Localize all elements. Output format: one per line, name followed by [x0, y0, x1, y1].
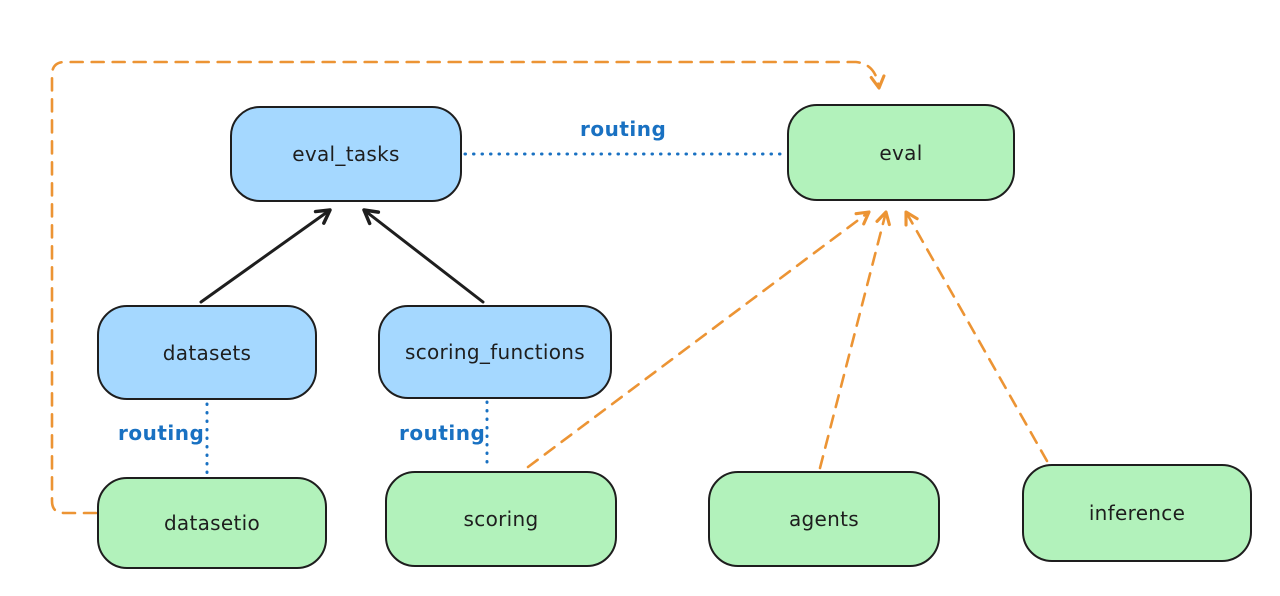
- edge-datasets-to-eval-tasks: [199, 208, 332, 304]
- node-agents-label: agents: [789, 507, 859, 531]
- node-scoring-label: scoring: [463, 507, 539, 531]
- node-datasets: datasets: [97, 305, 317, 400]
- node-eval: eval: [787, 104, 1015, 201]
- node-scoring-functions-label: scoring_functions: [404, 340, 586, 364]
- node-eval-tasks: eval_tasks: [230, 106, 462, 202]
- edge-datasetio-to-eval: [50, 60, 886, 515]
- edge-label-routing-eval-tasks-eval: routing: [580, 117, 667, 141]
- node-datasetio: datasetio: [97, 477, 327, 569]
- node-agents: agents: [708, 471, 940, 567]
- node-eval-label: eval: [879, 140, 923, 165]
- edge-agents-to-eval: [818, 210, 891, 470]
- edge-inference-to-eval: [904, 210, 1049, 463]
- node-scoring: scoring: [385, 471, 617, 567]
- edge-scoring-to-eval: [526, 210, 871, 469]
- node-scoring-functions: scoring_functions: [378, 305, 612, 399]
- node-inference: inference: [1022, 464, 1252, 562]
- node-inference-label: inference: [1088, 501, 1186, 525]
- edge-label-routing-datasets-datasetio: routing: [118, 421, 205, 445]
- node-datasets-label: datasets: [162, 340, 252, 365]
- edge-label-routing-scoring-functions-scoring: routing: [399, 421, 486, 445]
- node-eval-tasks-label: eval_tasks: [292, 142, 400, 166]
- node-datasetio-label: datasetio: [163, 511, 261, 535]
- edge-scoring-functions-to-eval-tasks: [362, 208, 485, 304]
